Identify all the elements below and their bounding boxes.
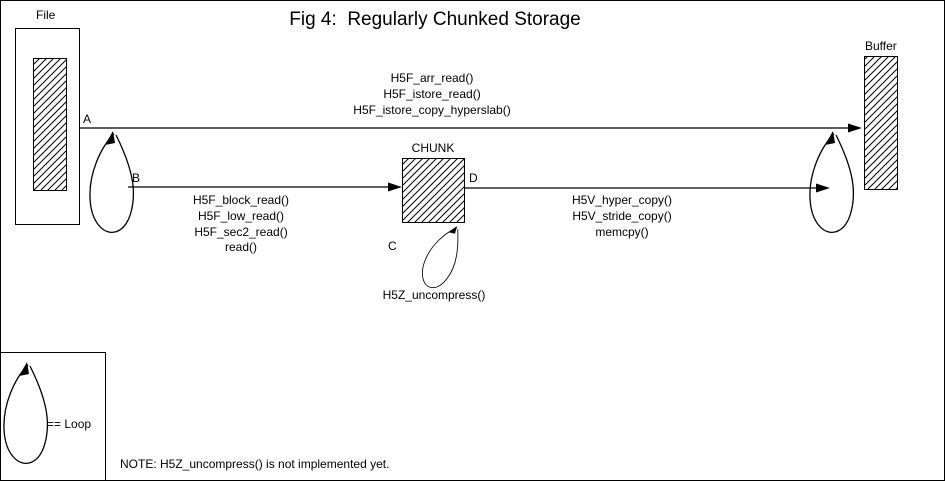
arrow-b: B H5F_block_read() H5F_low_read() H5F_se… — [128, 171, 402, 254]
loop-c: C H5Z_uncompress() — [383, 219, 486, 302]
arrow-b-fn-1: H5F_block_read() — [193, 193, 289, 207]
arrow-d-fn-1: H5V_hyper_copy() — [572, 193, 672, 207]
arrow-a-head — [848, 123, 862, 133]
loop-c-fn-1: H5Z_uncompress() — [383, 288, 486, 302]
arrow-d-head — [816, 183, 830, 193]
chunk-node: CHUNK — [402, 141, 465, 223]
arrow-a-fn-2: H5F_istore_read() — [383, 87, 480, 101]
file-label: File — [36, 8, 56, 22]
arrow-d-fn-2: H5V_stride_copy() — [572, 209, 671, 223]
arrow-d-label: D — [469, 171, 478, 185]
buffer-hatch-block — [864, 56, 898, 190]
file-node: File — [15, 8, 80, 225]
loop-c-label: C — [388, 239, 397, 253]
chunk-box — [402, 158, 465, 223]
arrow-a: A H5F_arr_read() H5F_istore_read() H5F_i… — [79, 71, 862, 133]
arrow-a-fn-1: H5F_arr_read() — [391, 71, 474, 85]
file-hatch-block — [33, 58, 67, 191]
arrow-a-label: A — [83, 112, 91, 126]
chunk-label: CHUNK — [412, 141, 455, 155]
arrow-b-head — [388, 182, 402, 192]
note-text: NOTE: H5Z_uncompress() is not implemente… — [120, 457, 389, 471]
arrow-d: D H5V_hyper_copy() H5V_stride_copy() mem… — [464, 171, 830, 239]
arrow-b-fn-4: read() — [225, 240, 257, 254]
arrow-b-fn-2: H5F_low_read() — [198, 209, 284, 223]
buffer-label: Buffer — [865, 39, 897, 53]
arrow-b-label: B — [132, 171, 140, 185]
file-box — [15, 28, 80, 225]
arrow-b-fn-3: H5F_sec2_read() — [194, 225, 287, 239]
arrow-a-fn-3: H5F_istore_copy_hyperslab() — [353, 103, 510, 117]
diagram-title: Fig 4: Regularly Chunked Storage — [289, 9, 581, 30]
legend-loop-label: == Loop — [47, 417, 91, 431]
arrow-d-fn-3: memcpy() — [595, 225, 648, 239]
buffer-node: Buffer — [864, 39, 898, 190]
